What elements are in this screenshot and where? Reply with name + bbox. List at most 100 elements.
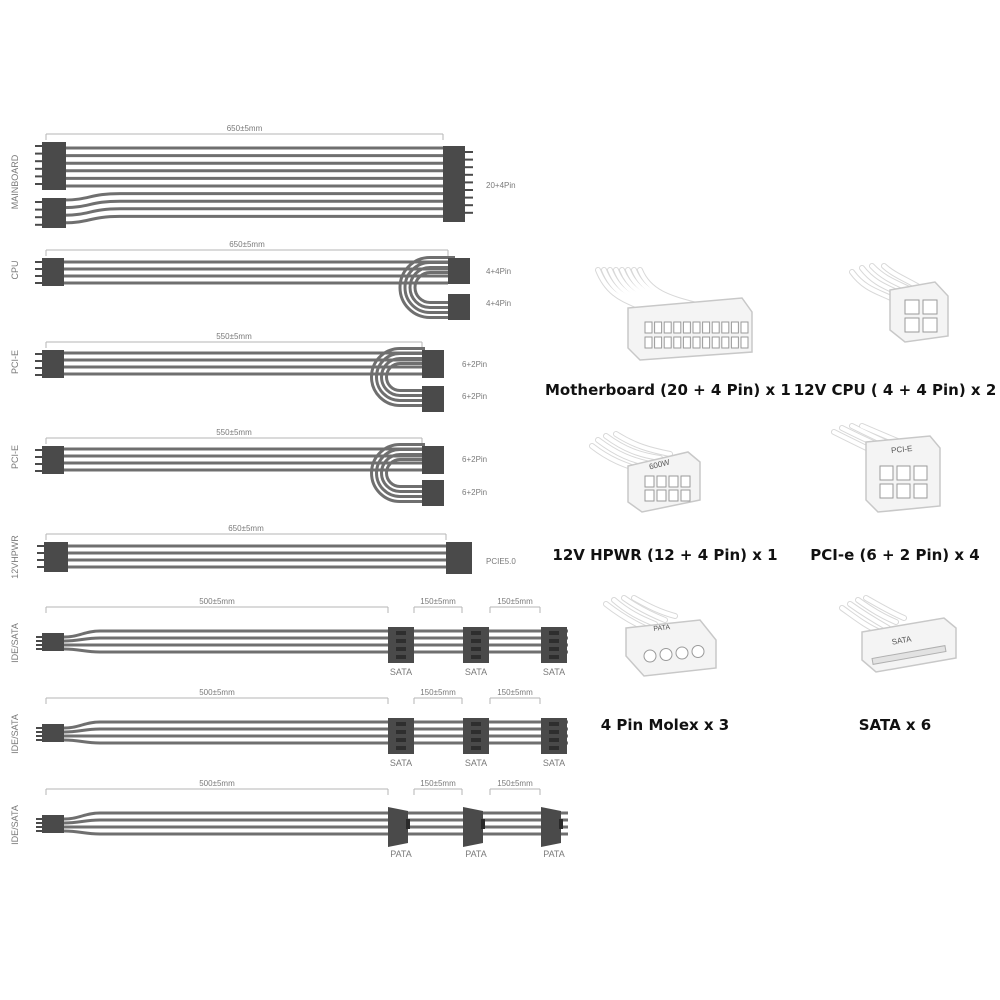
- motherboard-connector-icon: [595, 267, 753, 361]
- icon-marking: PCI-E: [891, 444, 913, 455]
- cable-loop-wire: [398, 256, 455, 319]
- molex-connector-icon: PATA: [603, 595, 717, 677]
- cable-wires-12vhpwr: [66, 544, 446, 569]
- connector-mainboard-20pin: [42, 142, 66, 190]
- connector-pin: [396, 738, 406, 742]
- icon-marking: PATA: [653, 624, 671, 633]
- end-label-mainboard: 20+4Pin: [486, 181, 516, 190]
- dimension-label: 550±5mm: [216, 332, 252, 341]
- icon-pin-socket: [643, 649, 657, 663]
- cable-wire: [63, 199, 443, 210]
- connector-ide-sata-3-pata-key-3: [559, 819, 563, 829]
- cable-loop-cpu: [398, 256, 455, 319]
- connector-pin: [471, 631, 481, 635]
- icon-pin-socket: [904, 317, 920, 333]
- icon-pin-socket: [673, 321, 682, 334]
- connector-pcie-1-end-2: [422, 386, 444, 412]
- dimension-pcie-1: [45, 341, 423, 348]
- end-label-pcie-2-2: 6+2Pin: [462, 488, 487, 497]
- icon-pin-socket: [913, 465, 928, 481]
- icon-slot: [871, 645, 947, 665]
- caption-sata: SATA x 6: [858, 716, 932, 734]
- dimension-label: 650±5mm: [229, 240, 265, 249]
- icon-wire: [864, 596, 906, 620]
- icon-pin-socket: [680, 489, 691, 502]
- cable-wire: [63, 647, 568, 654]
- cable-label-12vhpwr: 12VHPWR: [10, 535, 20, 579]
- pins-mainboard-4pin: [35, 201, 43, 226]
- icon-pin-socket: [896, 465, 911, 481]
- icon-pin-socket: [740, 336, 749, 349]
- icon-pin-socket: [879, 465, 894, 481]
- icon-pin-socket: [922, 299, 938, 315]
- dimension-ide-sata-2-main: [45, 697, 389, 704]
- cable-loop-wire: [375, 448, 425, 498]
- icon-wire: [614, 432, 672, 456]
- icon-pin-socket: [644, 489, 655, 502]
- icon-pin-socket: [680, 475, 691, 488]
- connector-pin: [471, 738, 481, 742]
- icon-pin-socket: [682, 336, 691, 349]
- pcie-connector-icon: PCI-E: [831, 423, 941, 513]
- icon-pin-socket: [663, 336, 672, 349]
- connector-ide-sata-3-pata-key-2: [481, 819, 485, 829]
- cable-wires-mainboard: [63, 146, 443, 225]
- dimension-ide-sata-2-seg-2: [489, 697, 541, 704]
- connector-pin: [396, 631, 406, 635]
- cable-loop-wire: [408, 266, 455, 309]
- connector-pin: [549, 639, 559, 643]
- connector-pin: [471, 722, 481, 726]
- icon-pin-socket: [711, 321, 720, 334]
- pins-pcie-2-source: [35, 449, 43, 472]
- connector-pin: [471, 639, 481, 643]
- icon-pin-socket: [654, 321, 663, 334]
- cable-label-ide-sata-3: IDE/SATA: [10, 805, 20, 845]
- pins-pcie-1-source: [35, 353, 43, 376]
- dimension-ide-sata-3-seg-2: [489, 788, 541, 795]
- end-label-ide-sata-2-1: SATA: [390, 758, 412, 768]
- connector-12vhpwr-end: [446, 542, 472, 574]
- icon-pin-socket: [656, 475, 667, 488]
- icon-pin-socket: [740, 321, 749, 334]
- dimension-12vhpwr: [45, 533, 447, 540]
- cable-loop-wire: [370, 443, 425, 503]
- end-label-ide-sata-3-1: PATA: [390, 849, 412, 859]
- connector-pin: [549, 730, 559, 734]
- dimension-label: 150±5mm: [420, 688, 456, 697]
- connector-cpu-end-1: [448, 258, 470, 284]
- end-label-pcie-1-2: 6+2Pin: [462, 392, 487, 401]
- cable-wire: [63, 818, 568, 825]
- cable-label-pcie-1: PCI-E: [10, 350, 20, 374]
- connector-ide-sata-3-pata-2: [463, 807, 483, 847]
- connector-ide-sata-3-pata-3: [541, 807, 561, 847]
- connector-ide-sata-2-source: [42, 724, 64, 742]
- dimension-ide-sata-1-seg-1: [413, 606, 463, 613]
- icon-pin-socket: [730, 321, 739, 334]
- end-label-ide-sata-3-2: PATA: [465, 849, 487, 859]
- connector-pin: [396, 722, 406, 726]
- icon-pin-socket: [702, 336, 711, 349]
- connector-pin: [471, 655, 481, 659]
- end-label-pcie-1-1: 6+2Pin: [462, 360, 487, 369]
- icon-pin-socket: [692, 321, 701, 334]
- end-label-ide-sata-2-2: SATA: [465, 758, 487, 768]
- icon-wire: [632, 596, 677, 618]
- connector-cpu-source: [42, 258, 64, 286]
- cable-loop-pcie-2: [370, 443, 425, 503]
- cable-loop-wire: [413, 271, 455, 304]
- icon-wire: [848, 602, 890, 630]
- icon-pin-socket: [656, 489, 667, 502]
- connector-mainboard-end: [443, 146, 465, 222]
- cable-loop-wire: [403, 261, 455, 314]
- icon-pin-socket: [691, 645, 705, 658]
- dimension-cpu: [45, 249, 449, 256]
- cable-label-pcie-2: PCI-E: [10, 445, 20, 469]
- icon-pin-socket: [659, 648, 673, 661]
- icon-pin-socket: [702, 321, 711, 334]
- icon-pin-socket: [922, 317, 938, 333]
- cable-label-ide-sata-1: IDE/SATA: [10, 623, 20, 663]
- dimension-label: 500±5mm: [199, 597, 235, 606]
- dimension-label: 150±5mm: [497, 779, 533, 788]
- end-label-12vhpwr: PCIE5.0: [486, 557, 516, 566]
